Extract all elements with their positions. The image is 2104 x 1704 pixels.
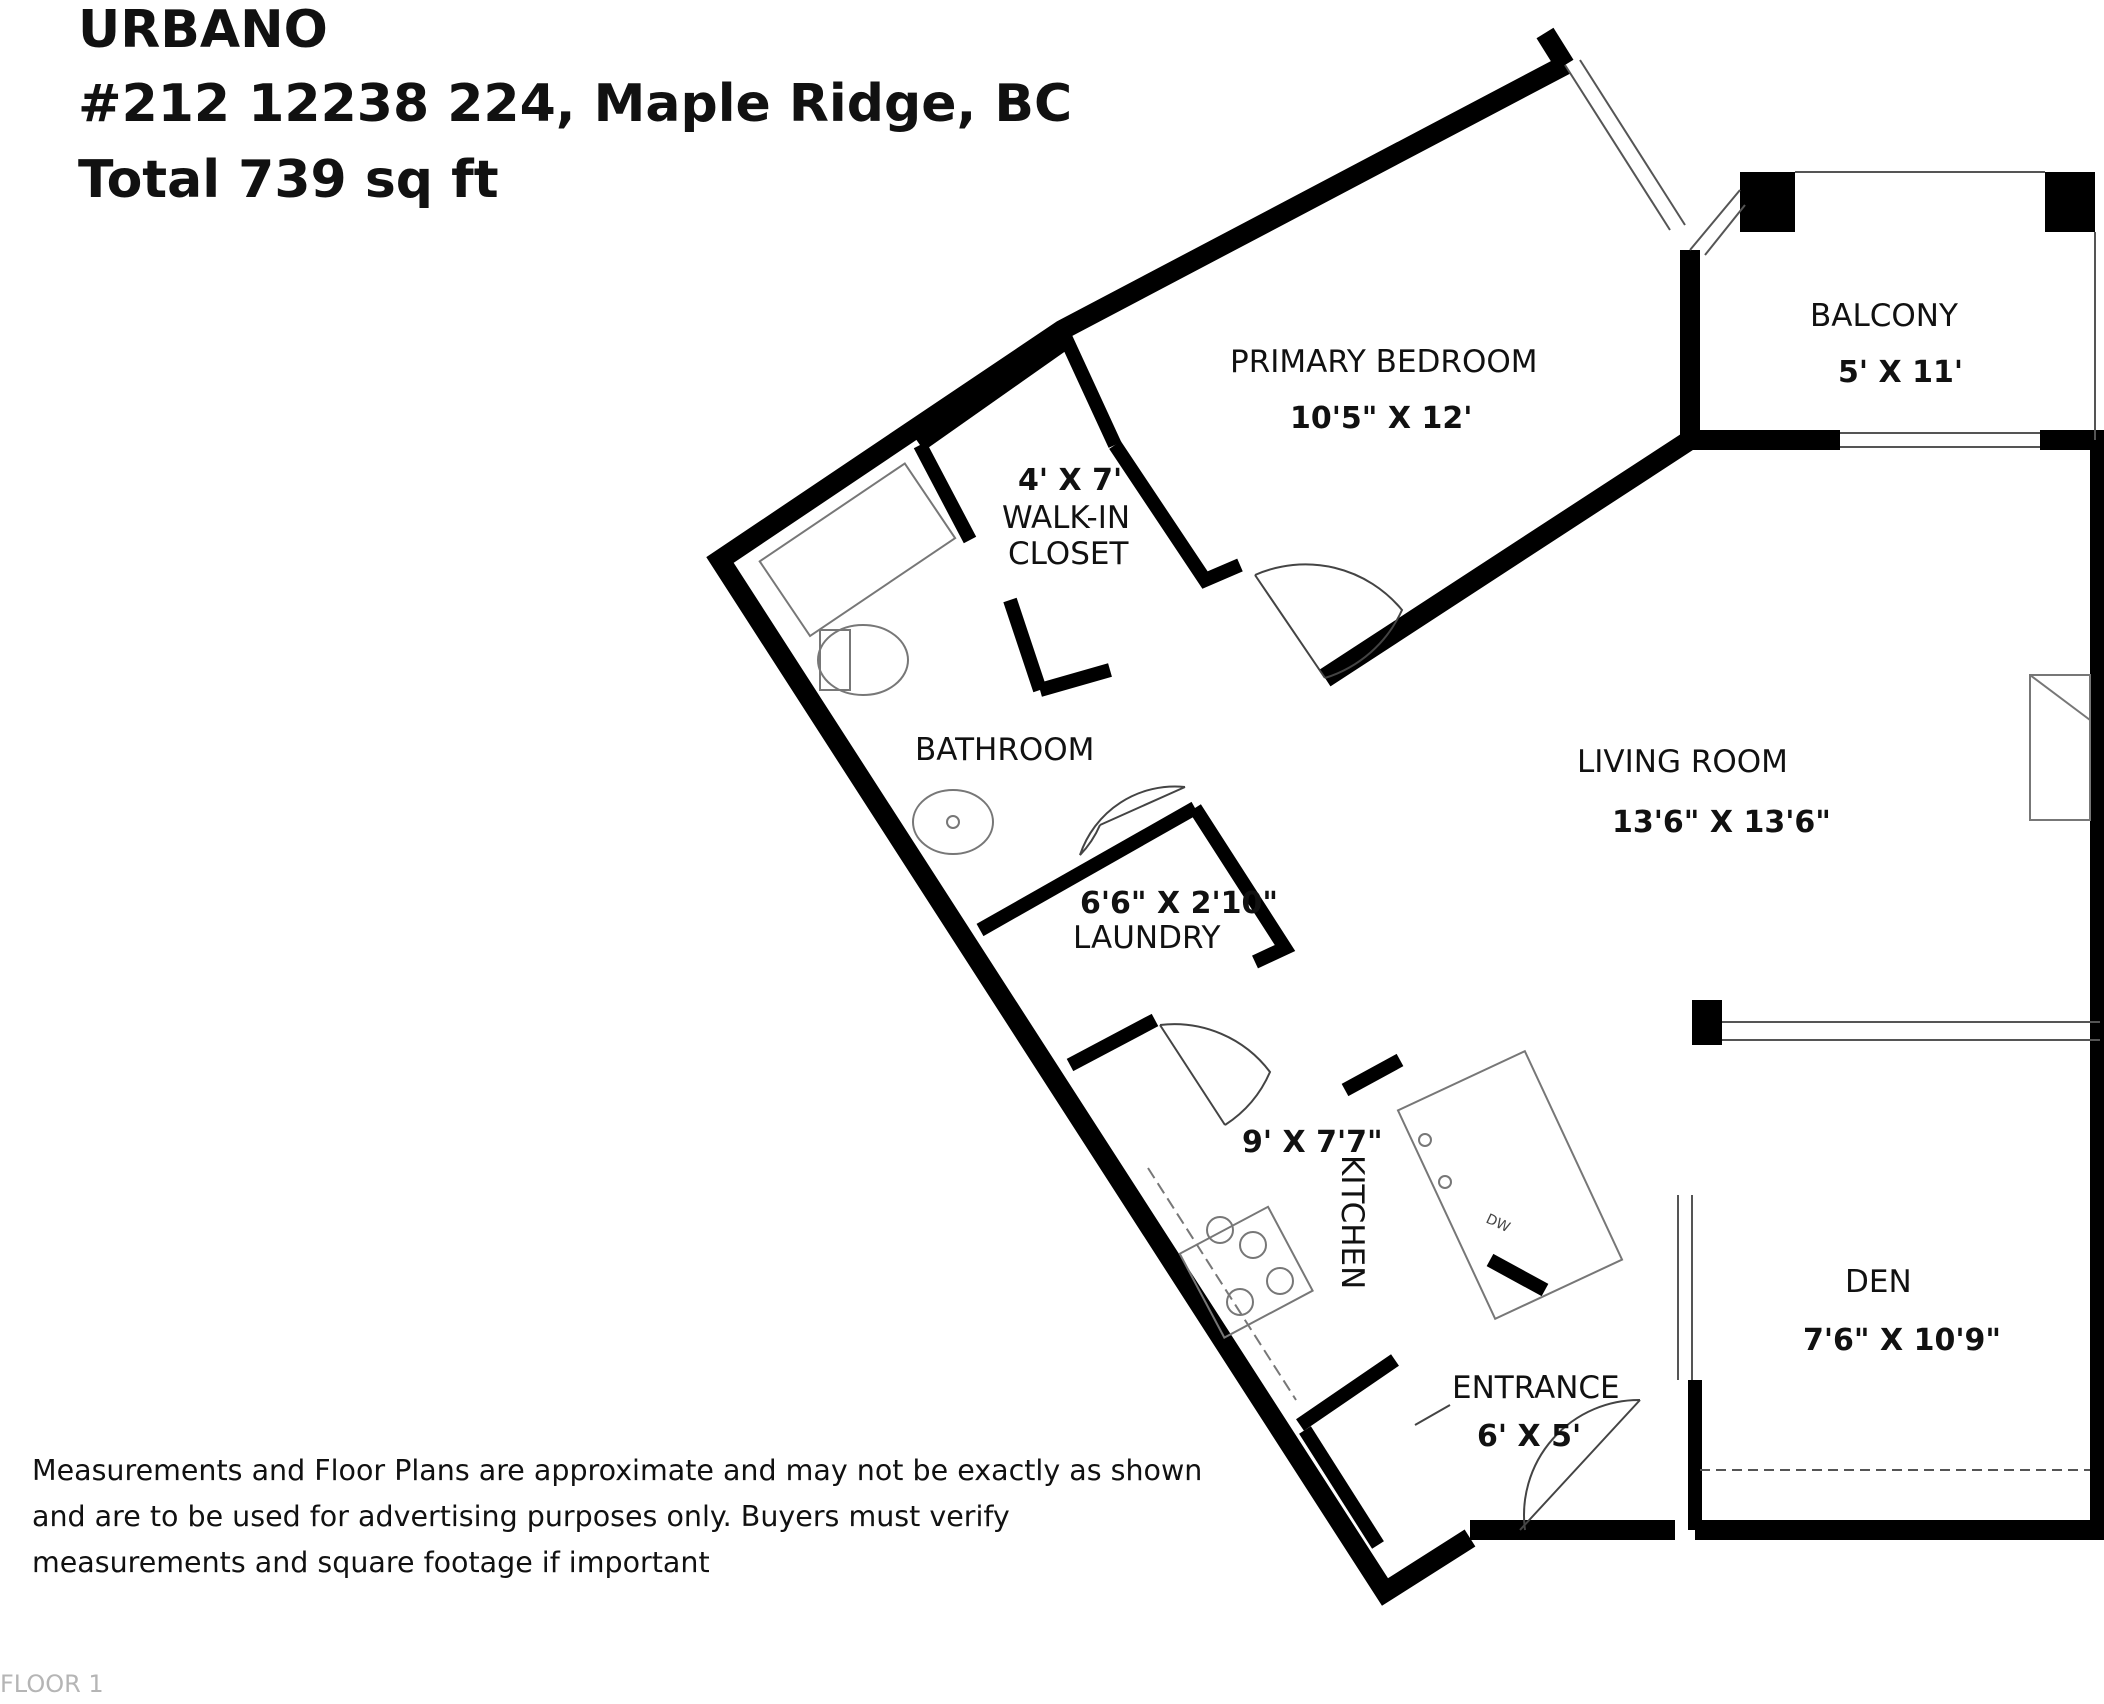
fixtures [758, 462, 2091, 1401]
room-name-laundry: LAUNDRY [1073, 920, 1220, 956]
room-name-entrance: ENTRANCE [1452, 1370, 1620, 1406]
room-name-kitchen: KITCHEN [1334, 1155, 1370, 1289]
columns [1692, 172, 2095, 1045]
room-name-walk-in-line2: CLOSET [1008, 536, 1129, 572]
floor-label: FLOOR 1 [0, 1670, 104, 1698]
doors [1079, 563, 1641, 1531]
room-dims-primary-bedroom: 10'5" X 12' [1290, 401, 1472, 436]
room-dims-walk-in-closet: 4' X 7' [1018, 463, 1122, 498]
room-dims-kitchen: 9' X 7'7" [1242, 1125, 1383, 1160]
room-dims-balcony: 5' X 11' [1838, 355, 1963, 390]
windows [1564, 59, 2100, 1471]
room-dims-entrance: 6' X 5' [1477, 1419, 1581, 1454]
room-dims-living-room: 13'6" X 13'6" [1612, 805, 1831, 840]
room-name-walk-in-line1: WALK-IN [1002, 500, 1130, 536]
room-dims-laundry: 6'6" X 2'10" [1080, 886, 1278, 921]
interior-walls [913, 327, 1702, 1549]
room-name-primary-bedroom: PRIMARY BEDROOM [1230, 344, 1538, 380]
dishwasher-label: DW [1483, 1211, 1512, 1236]
room-name-balcony: BALCONY [1810, 298, 1958, 334]
room-name-bathroom: BATHROOM [915, 732, 1094, 768]
room-name-den: DEN [1845, 1264, 1912, 1300]
listing-title: URBANO [78, 0, 328, 60]
listing-address: #212 12238 224, Maple Ridge, BC [78, 74, 1073, 134]
total-area: Total 739 sq ft [78, 150, 499, 210]
room-dims-den: 7'6" X 10'9" [1803, 1323, 2001, 1358]
exterior-walls [706, 27, 2104, 1606]
room-name-living-room: LIVING ROOM [1577, 744, 1788, 780]
disclaimer-text: Measurements and Floor Plans are approxi… [32, 1454, 1203, 1579]
